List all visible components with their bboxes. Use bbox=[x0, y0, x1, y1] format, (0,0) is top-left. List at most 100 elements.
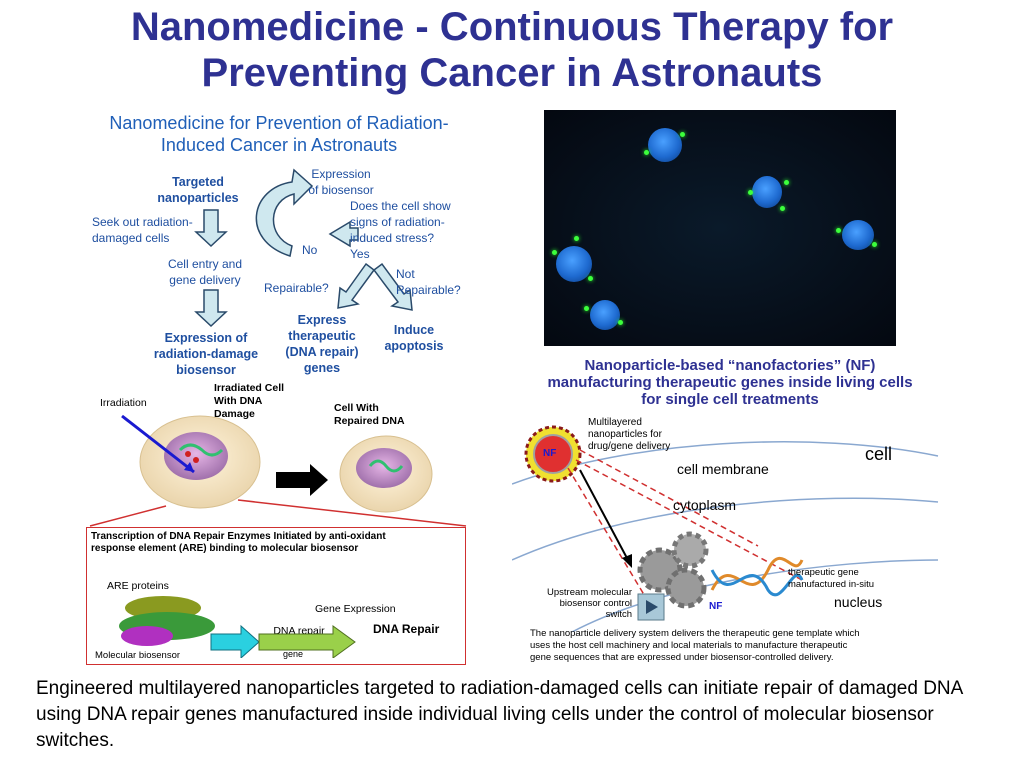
no-label: No bbox=[302, 243, 318, 257]
nf-particle-label: NF bbox=[543, 448, 557, 459]
cell-membrane-label: cell membrane bbox=[677, 461, 769, 477]
gfp-dot bbox=[780, 206, 785, 211]
nf-caption-line-1: The nanoparticle delivery system deliver… bbox=[530, 628, 860, 639]
upstream-switch-label: Upstream molecular biosensor control swi… bbox=[530, 587, 632, 620]
nf-heading-line-1: Nanoparticle-based “nanofactories” (NF) bbox=[584, 357, 876, 374]
transcription-box: Transcription of DNA Repair Enzymes Init… bbox=[86, 527, 466, 665]
repairable-arrow bbox=[337, 262, 376, 309]
repaired-line-1: Cell With bbox=[334, 402, 379, 414]
title-line-2: Preventing Cancer in Astronauts bbox=[201, 51, 823, 95]
apoptosis-line-2: apoptosis bbox=[384, 339, 444, 353]
damage-dot-1 bbox=[185, 451, 191, 457]
repaired-dna bbox=[368, 459, 404, 473]
dashed-line-1 bbox=[567, 467, 653, 609]
cell-blob-5 bbox=[590, 300, 620, 330]
gfp-dot bbox=[552, 250, 557, 255]
gear-icon bbox=[671, 531, 709, 569]
flow-heading: Nanomedicine for Prevention of Radiation… bbox=[84, 112, 474, 156]
gfp-dot bbox=[618, 320, 623, 325]
question-label: Does the cell show signs of radiation- i… bbox=[350, 198, 451, 262]
not-repairable-label: Not Repairable? bbox=[396, 266, 461, 298]
nf-caption-line-3: gene sequences that are expressed under … bbox=[530, 652, 834, 663]
therapeutic-line-2: manufactured in-situ bbox=[788, 579, 875, 590]
dna-repair-bold-label: DNA Repair bbox=[373, 622, 440, 636]
nf-caption: The nanoparticle delivery system deliver… bbox=[530, 628, 860, 664]
question-line-1: Does the cell show bbox=[350, 199, 451, 213]
repairable-label: Repairable? bbox=[264, 281, 329, 295]
expr-damage-line-3: biosensor bbox=[176, 363, 236, 377]
targeted-line-2: nanoparticles bbox=[157, 191, 239, 205]
title-line-1: Nanomedicine - Continuous Therapy for bbox=[130, 5, 894, 49]
expr-bio-label: Expression of biosensor bbox=[296, 166, 386, 198]
fluorescence-micrograph bbox=[544, 110, 896, 346]
not-repairable-arrow bbox=[372, 262, 413, 311]
gfp-dot bbox=[584, 306, 589, 311]
expr-damage-label: Expression of radiation-damage biosensor bbox=[144, 330, 268, 378]
entry-line-2: gene delivery bbox=[169, 273, 241, 287]
not-repairable-line-2: Repairable? bbox=[396, 283, 461, 297]
gfp-dot bbox=[574, 236, 579, 241]
nuclear-envelope-outer bbox=[512, 497, 939, 561]
box-title: Transcription of DNA Repair Enzymes Init… bbox=[91, 531, 386, 555]
question-line-3: induced stress? bbox=[350, 231, 435, 245]
multilayer-line-3: drug/gene delivery bbox=[588, 441, 671, 452]
cytoplasm-label: cytoplasm bbox=[673, 497, 737, 513]
dashed-line-2 bbox=[575, 459, 803, 581]
flow-heading-line-2: Induced Cancer in Astronauts bbox=[160, 135, 398, 155]
upstream-line-3: switch bbox=[605, 609, 632, 620]
loop-arrow bbox=[255, 168, 314, 257]
are-proteins-label: ARE proteins bbox=[107, 580, 169, 592]
gfp-dot bbox=[784, 180, 789, 185]
targeted-line-1: Targeted bbox=[172, 175, 224, 189]
targeted-label: Targeted nanoparticles bbox=[138, 174, 258, 206]
delivery-arrow-head bbox=[622, 554, 632, 568]
repaired-label: Cell With Repaired DNA bbox=[334, 402, 405, 428]
irradiation-label: Irradiation bbox=[100, 397, 147, 409]
apoptosis-line-1: Induce bbox=[393, 323, 435, 337]
nf-heading-line-2: manufacturing therapeutic genes inside l… bbox=[547, 374, 913, 391]
switch-play-icon bbox=[646, 600, 658, 614]
nucleus-label: nucleus bbox=[834, 594, 883, 610]
cell-label: cell bbox=[865, 444, 893, 464]
nf-diagram bbox=[512, 425, 939, 632]
expr-bio-line-2: of biosensor bbox=[308, 183, 374, 197]
not-repairable-line-1: Not bbox=[396, 267, 415, 281]
express-line-3: (DNA repair) bbox=[285, 345, 359, 359]
molecular-biosensor-shape bbox=[121, 626, 173, 646]
nf-gear-label: NF bbox=[709, 601, 723, 612]
no-arrow bbox=[328, 220, 359, 248]
nf-particle-inner bbox=[533, 434, 573, 474]
upstream-line-1: Upstream molecular bbox=[547, 587, 632, 598]
gear-icon bbox=[665, 567, 707, 609]
irradiated-label: Irradiated Cell With DNA Damage bbox=[214, 382, 284, 421]
cell-blob-2 bbox=[752, 176, 782, 208]
express-line-2: therapeutic bbox=[288, 329, 356, 343]
connector-right bbox=[237, 499, 467, 527]
cell-blob-1 bbox=[648, 128, 682, 162]
therapeutic-gene-label: therapeutic gene manufactured in-situ bbox=[788, 567, 874, 591]
cell-blob-3 bbox=[842, 220, 874, 250]
expr-bio-line-1: Expression bbox=[311, 167, 371, 181]
slide-title: Nanomedicine - Continuous Therapy for Pr… bbox=[0, 4, 1024, 96]
irradiated-nucleus bbox=[164, 432, 228, 480]
cyan-arrow bbox=[210, 624, 260, 658]
question-line-2: signs of radiation- bbox=[350, 215, 445, 229]
dna-helix-strand-1 bbox=[710, 556, 804, 591]
gfp-dot bbox=[836, 228, 841, 233]
flow-arrows bbox=[194, 168, 413, 328]
irradiated-line-1: Irradiated Cell bbox=[214, 382, 285, 394]
gfp-dot bbox=[872, 242, 877, 247]
apoptosis-label: Induce apoptosis bbox=[376, 322, 452, 354]
therapeutic-line-1: therapeutic gene bbox=[788, 567, 859, 578]
repaired-nucleus bbox=[356, 448, 412, 488]
delivery-arrow bbox=[579, 469, 629, 561]
expr-damage-line-1: Expression of bbox=[164, 331, 248, 345]
nf-heading-line-3: for single cell treatments bbox=[641, 391, 819, 408]
expr-damage-line-2: radiation-damage bbox=[153, 347, 259, 361]
entry-label: Cell entry and gene delivery bbox=[150, 256, 260, 288]
multilayer-line-1: Multilayered bbox=[588, 417, 642, 428]
slide-body-text: Engineered multilayered nanoparticles ta… bbox=[36, 678, 963, 751]
cell-illustration bbox=[89, 414, 467, 527]
gfp-dot bbox=[644, 150, 649, 155]
green-arrow bbox=[258, 625, 356, 658]
